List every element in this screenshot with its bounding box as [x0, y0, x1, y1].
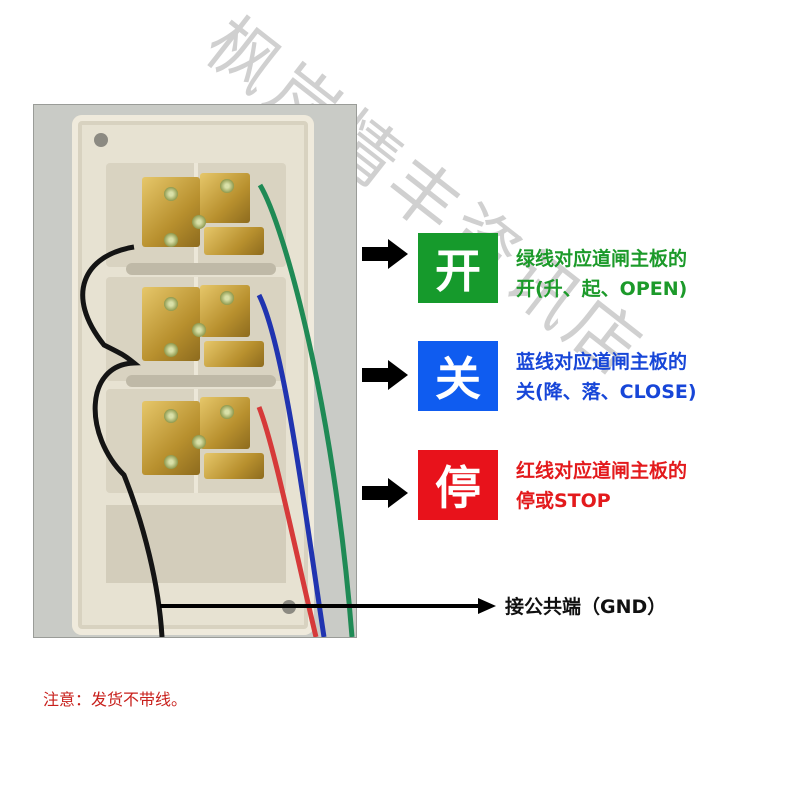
screw	[164, 343, 178, 357]
screw	[192, 323, 206, 337]
close-description-line1: 蓝线对应道闸主板的	[516, 351, 688, 373]
stop-description-line2: 停或STOP	[516, 490, 611, 512]
mount-hole-top	[94, 133, 108, 147]
stop-badge: 停	[418, 450, 498, 520]
vent-slot	[126, 263, 276, 275]
stop-description: 红线对应道闸主板的 停或STOP	[516, 456, 687, 516]
stop-description-line1: 红线对应道闸主板的	[516, 460, 688, 482]
screw	[192, 435, 206, 449]
screw	[164, 455, 178, 469]
screw	[220, 179, 234, 193]
red-wire	[256, 406, 319, 637]
close-description-line2: 关(降、落、CLOSE)	[516, 381, 697, 403]
open-description-line1: 绿线对应道闸主板的	[516, 248, 688, 270]
gnd-arrow-head-icon	[478, 598, 496, 614]
arrow-right-icon	[362, 239, 408, 269]
switch-box-photo	[33, 104, 357, 638]
screw	[192, 215, 206, 229]
screw	[164, 409, 178, 423]
terminal-plate	[204, 341, 264, 367]
terminal-plate	[204, 227, 264, 255]
screw	[164, 187, 178, 201]
switch-plate	[72, 115, 314, 635]
close-badge: 关	[418, 341, 498, 411]
terminal-plate	[204, 453, 264, 479]
shipping-note: 注意：发货不带线。	[43, 690, 188, 709]
gnd-label: 接公共端（GND）	[505, 596, 667, 618]
gnd-pointer-line	[160, 604, 480, 608]
blue-wire	[256, 293, 327, 637]
open-description: 绿线对应道闸主板的 开(升、起、OPEN)	[516, 244, 687, 304]
screw	[164, 297, 178, 311]
arrow-right-icon	[362, 478, 408, 508]
screw	[164, 233, 178, 247]
arrow-right-icon	[362, 360, 408, 390]
screw	[220, 405, 234, 419]
open-description-line2: 开(升、起、OPEN)	[516, 278, 688, 300]
black-wire	[80, 244, 165, 637]
vent-slot	[126, 375, 276, 387]
screw	[220, 291, 234, 305]
green-wire	[257, 183, 355, 637]
wires	[80, 183, 355, 637]
open-badge: 开	[418, 233, 498, 303]
base-pad	[106, 505, 286, 583]
close-description: 蓝线对应道闸主板的 关(降、落、CLOSE)	[516, 347, 697, 407]
